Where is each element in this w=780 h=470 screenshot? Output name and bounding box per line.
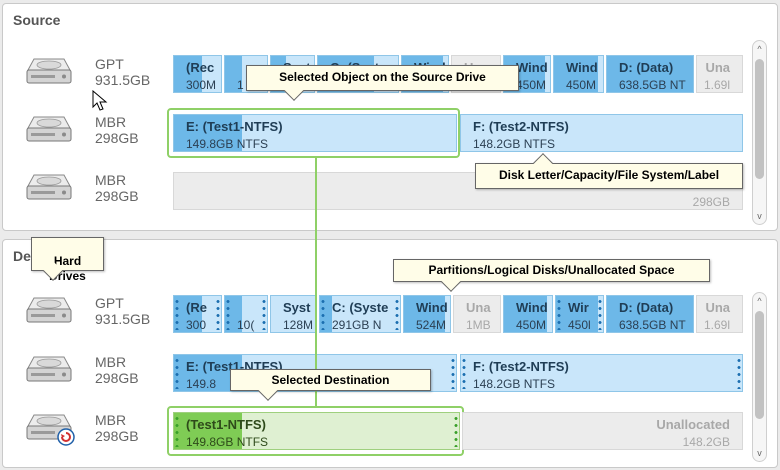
scroll-up-icon[interactable]: ^ <box>757 296 762 306</box>
scroll-down-icon[interactable]: v <box>757 448 762 458</box>
partition-f[interactable]: F: (Test2-NTFS)148.2GB NTFS <box>460 354 743 392</box>
partition-d[interactable]: D: (Data)638.5GB NT <box>606 295 694 333</box>
callout-disk-letter: Disk Letter/Capacity/File System/Label <box>475 153 743 189</box>
restore-icon <box>57 428 75 446</box>
hard-disk-icon <box>22 172 74 204</box>
mouse-cursor-icon <box>92 90 108 111</box>
selection-connector-line <box>315 158 317 406</box>
scroll-thumb[interactable] <box>755 311 764 419</box>
selected-source-frame <box>167 108 460 158</box>
scroll-up-icon[interactable]: ^ <box>757 44 762 54</box>
callout-selected-destination: Selected Destination <box>230 369 431 401</box>
callout-selected-source: Selected Object on the Source Drive <box>246 65 519 101</box>
scroll-down-icon[interactable]: v <box>757 211 762 221</box>
destination-selected-partition[interactable]: (Test1-NTFS)149.8GB NTFS <box>173 412 460 450</box>
hard-disk-icon <box>22 354 74 386</box>
partition-f[interactable]: F: (Test2-NTFS)148.2GB NTFS <box>460 114 743 152</box>
hard-disk-icon <box>22 295 74 327</box>
callout-partitions: Partitions/Logical Disks/Unallocated Spa… <box>393 259 710 292</box>
hard-disk-icon <box>22 114 74 146</box>
destination-scrollbar[interactable]: ^ v <box>752 292 767 462</box>
partition[interactable]: 10( <box>224 295 268 333</box>
callout-hard-drives: Hard Drives <box>31 237 104 283</box>
source-title: Source <box>13 12 61 28</box>
partition-d[interactable]: D: (Data)638.5GB NT <box>606 55 694 93</box>
partition-e[interactable]: E: (Test1-NTFS)149.8GB NTFS <box>173 114 457 152</box>
hard-disk-icon <box>22 56 74 88</box>
scroll-thumb[interactable] <box>755 59 764 179</box>
destination-title: De <box>13 248 31 264</box>
source-scrollbar[interactable]: ^ v <box>752 40 767 225</box>
